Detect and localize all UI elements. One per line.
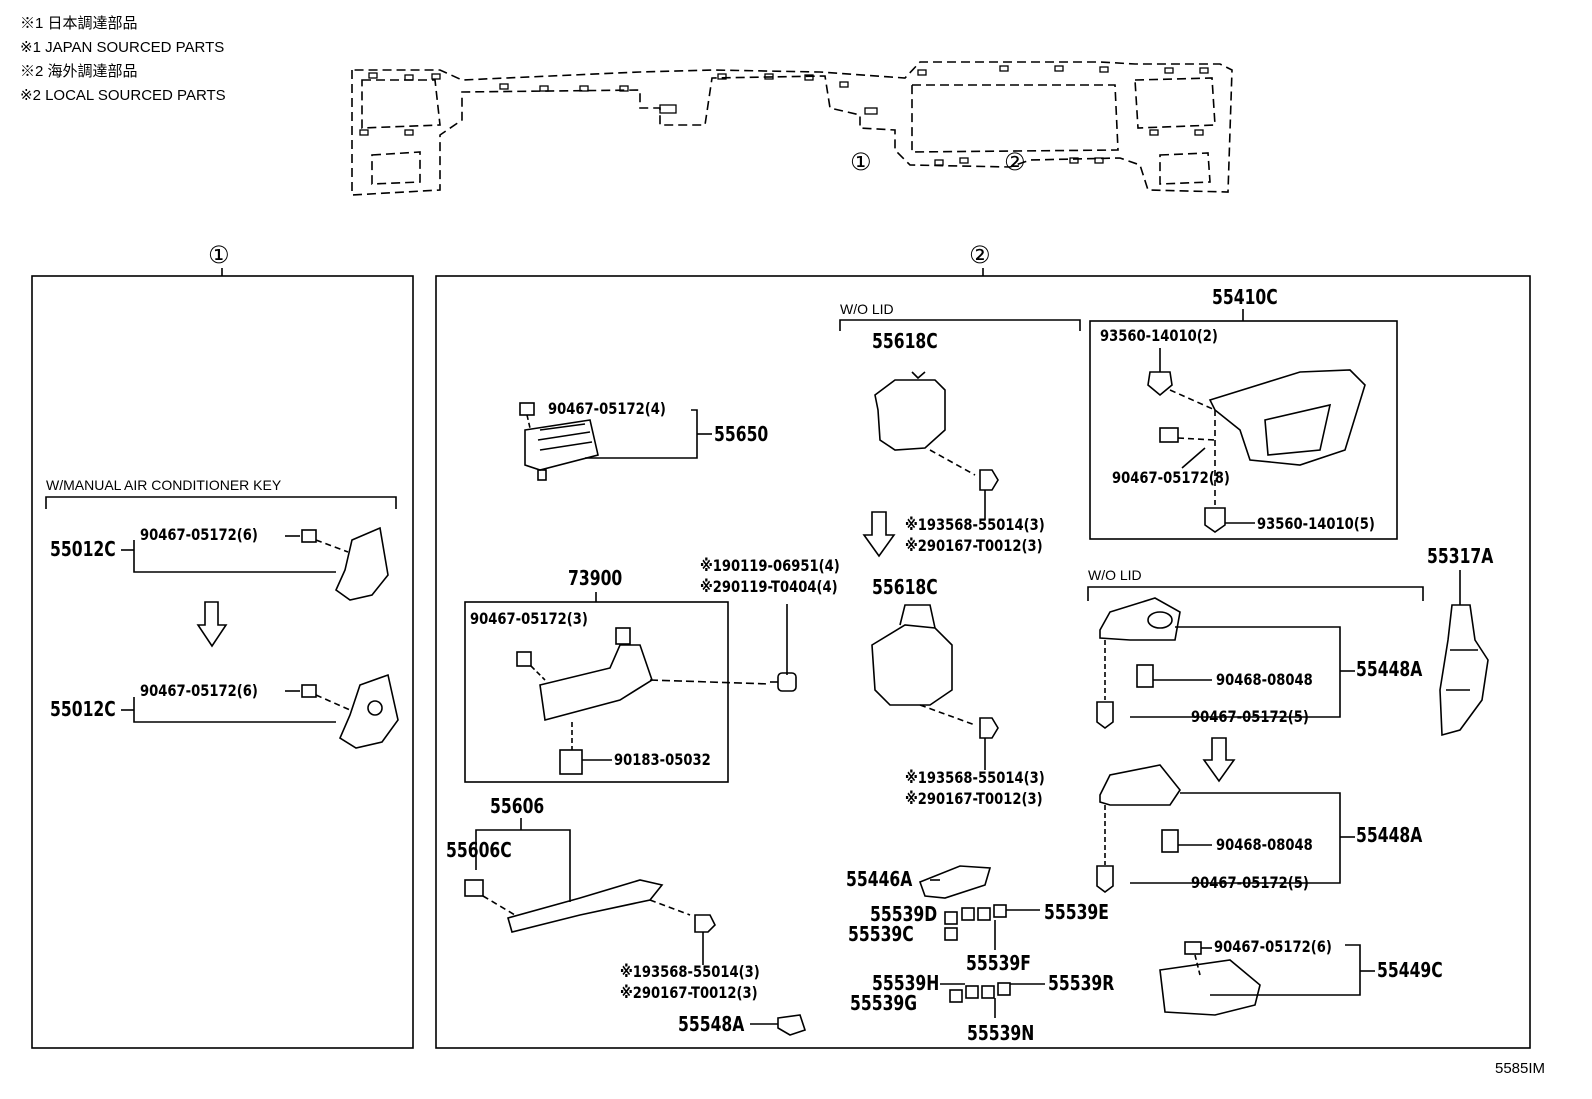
panel-1-border [31, 275, 414, 1049]
legend-line-1: ※1 日本調達部品 [20, 15, 138, 32]
wo-lid-label-1: W/O LID [840, 301, 894, 317]
clip-number-73900: 90467-05172(3) [470, 609, 588, 628]
legend-line-4: ※2 LOCAL SOURCED PARTS [20, 87, 226, 104]
overview-callout-2: ② [1004, 148, 1026, 176]
part-number-55539r: 55539R [1048, 971, 1115, 995]
clip-b-55448a-a: 90467-05172(5) [1191, 707, 1309, 726]
part-number-55449c: 55449C [1377, 958, 1443, 982]
legend-line-3: ※2 海外調達部品 [20, 63, 138, 80]
down-arrow-icon [196, 601, 228, 648]
part-number-55012c-lower: 55012C [50, 697, 116, 721]
part-number-73900: 73900 [568, 566, 623, 590]
switch-buttons-drawing [940, 904, 1045, 1018]
screw-bottom-55410c: 93560-14010(5) [1257, 514, 1375, 533]
panel-1-title: ① [208, 241, 230, 269]
clip-number-upper: 90467-05172(6) [140, 525, 258, 544]
screw-local-55606: ※290167-T0012(3) [620, 983, 758, 1002]
part-number-55650: 55650 [714, 422, 769, 446]
dashboard-overview [351, 61, 1233, 196]
screw-local-number: ※290119-T0404(4) [700, 577, 838, 596]
clip-number-55410c: 90467-05172(8) [1112, 468, 1230, 487]
screw-japan-55618c-b: ※193568-55014(3) [905, 768, 1045, 787]
part-number-55539f: 55539F [966, 951, 1031, 975]
part-number-55539n: 55539N [967, 1021, 1035, 1045]
clip-b-55448a-b: 90467-05172(5) [1191, 873, 1309, 892]
part-73900-drawing [464, 592, 797, 783]
clip-number-55650: 90467-05172(4) [548, 399, 666, 418]
part-number-55539h: 55539H [872, 971, 940, 995]
panel-1-drawings [45, 496, 399, 749]
part-number-55539e: 55539E [1044, 900, 1109, 924]
part-number-55539c: 55539C [848, 922, 914, 946]
screw-japan-number: ※190119-06951(4) [700, 556, 840, 575]
wo-lid-label-2: W/O LID [1088, 567, 1142, 583]
down-arrow-icon [862, 511, 896, 558]
part-55448a-drawing [1087, 586, 1424, 893]
screw-japan-55606: ※193568-55014(3) [620, 962, 760, 981]
part-55317a-drawing [1439, 570, 1489, 737]
part-number-55448a-a: 55448A [1356, 657, 1423, 681]
part-number-55539d: 55539D [870, 902, 938, 926]
clip-a-55448a-b: 90468-08048 [1216, 835, 1313, 854]
nut-number-73900: 90183-05032 [614, 750, 711, 769]
part-number-55448a-b: 55448A [1356, 823, 1423, 847]
part-number-55410c: 55410C [1212, 285, 1278, 309]
screw-local-55618c-a: ※290167-T0012(3) [905, 536, 1043, 555]
part-number-55606: 55606 [490, 794, 545, 818]
part-55606-drawing [464, 818, 716, 965]
condition-label: W/MANUAL AIR CONDITIONER KEY [46, 477, 282, 493]
screw-top-55410c: 93560-14010(2) [1100, 326, 1218, 345]
part-number-55446a: 55446A [846, 867, 913, 891]
part-number-55539g: 55539G [850, 991, 918, 1015]
part-55650-drawing [519, 402, 712, 481]
clip-a-55448a-a: 90468-08048 [1216, 670, 1313, 689]
part-55618c-drawing [839, 319, 1081, 770]
legend-line-2: ※1 JAPAN SOURCED PARTS [20, 39, 225, 56]
part-number-55012c-upper: 55012C [50, 537, 116, 561]
overview-callout-1: ① [850, 148, 872, 176]
clip-number-lower: 90467-05172(6) [140, 681, 258, 700]
part-number-55618c-a: 55618C [872, 329, 938, 353]
down-arrow-icon [1202, 737, 1236, 783]
part-number-55317a: 55317A [1427, 544, 1494, 568]
part-55446a-drawing [918, 865, 992, 899]
dashboard-clip-marks [359, 65, 1209, 166]
screw-japan-55618c-a: ※193568-55014(3) [905, 515, 1045, 534]
part-number-55548a: 55548A [678, 1012, 745, 1036]
part-55548a-drawing [750, 1014, 807, 1036]
part-55449c-drawing [1159, 941, 1375, 1016]
clip-number-55449c: 90467-05172(6) [1214, 937, 1332, 956]
screw-local-55618c-b: ※290167-T0012(3) [905, 789, 1043, 808]
part-55410c-drawing [1089, 309, 1398, 540]
panel-2-title: ② [969, 241, 991, 269]
part-number-55606c: 55606C [446, 838, 512, 862]
part-number-55618c-b: 55618C [872, 575, 938, 599]
figure-id: 5585IM [1495, 1060, 1546, 1077]
